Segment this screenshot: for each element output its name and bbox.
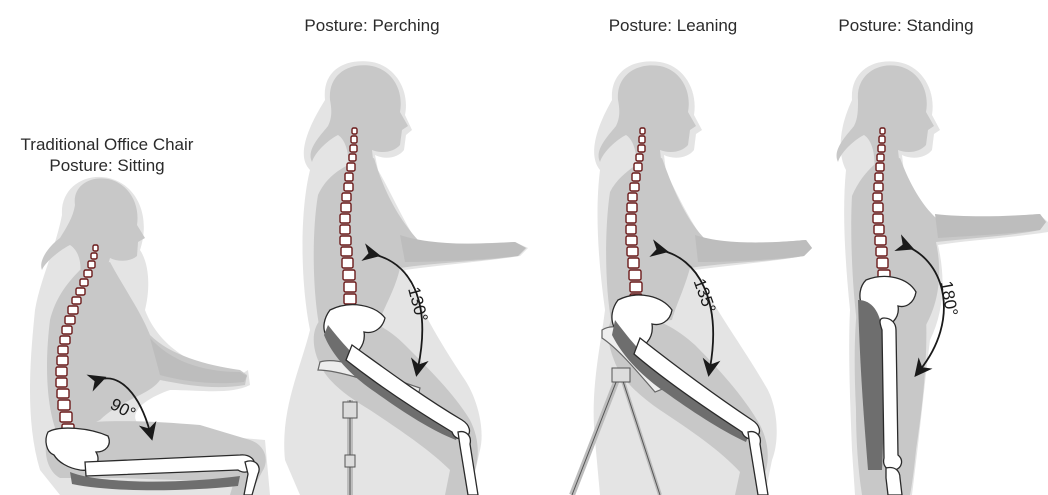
- leaning-figure: 135°: [572, 61, 812, 495]
- standing-figure: 180°: [837, 61, 1048, 495]
- sitting-figure: 90°: [30, 177, 270, 495]
- standing-angle-label: 180°: [937, 280, 962, 318]
- perching-figure: 130°: [284, 61, 528, 495]
- perching-arm: [400, 235, 526, 262]
- leaning-arm: [695, 235, 812, 262]
